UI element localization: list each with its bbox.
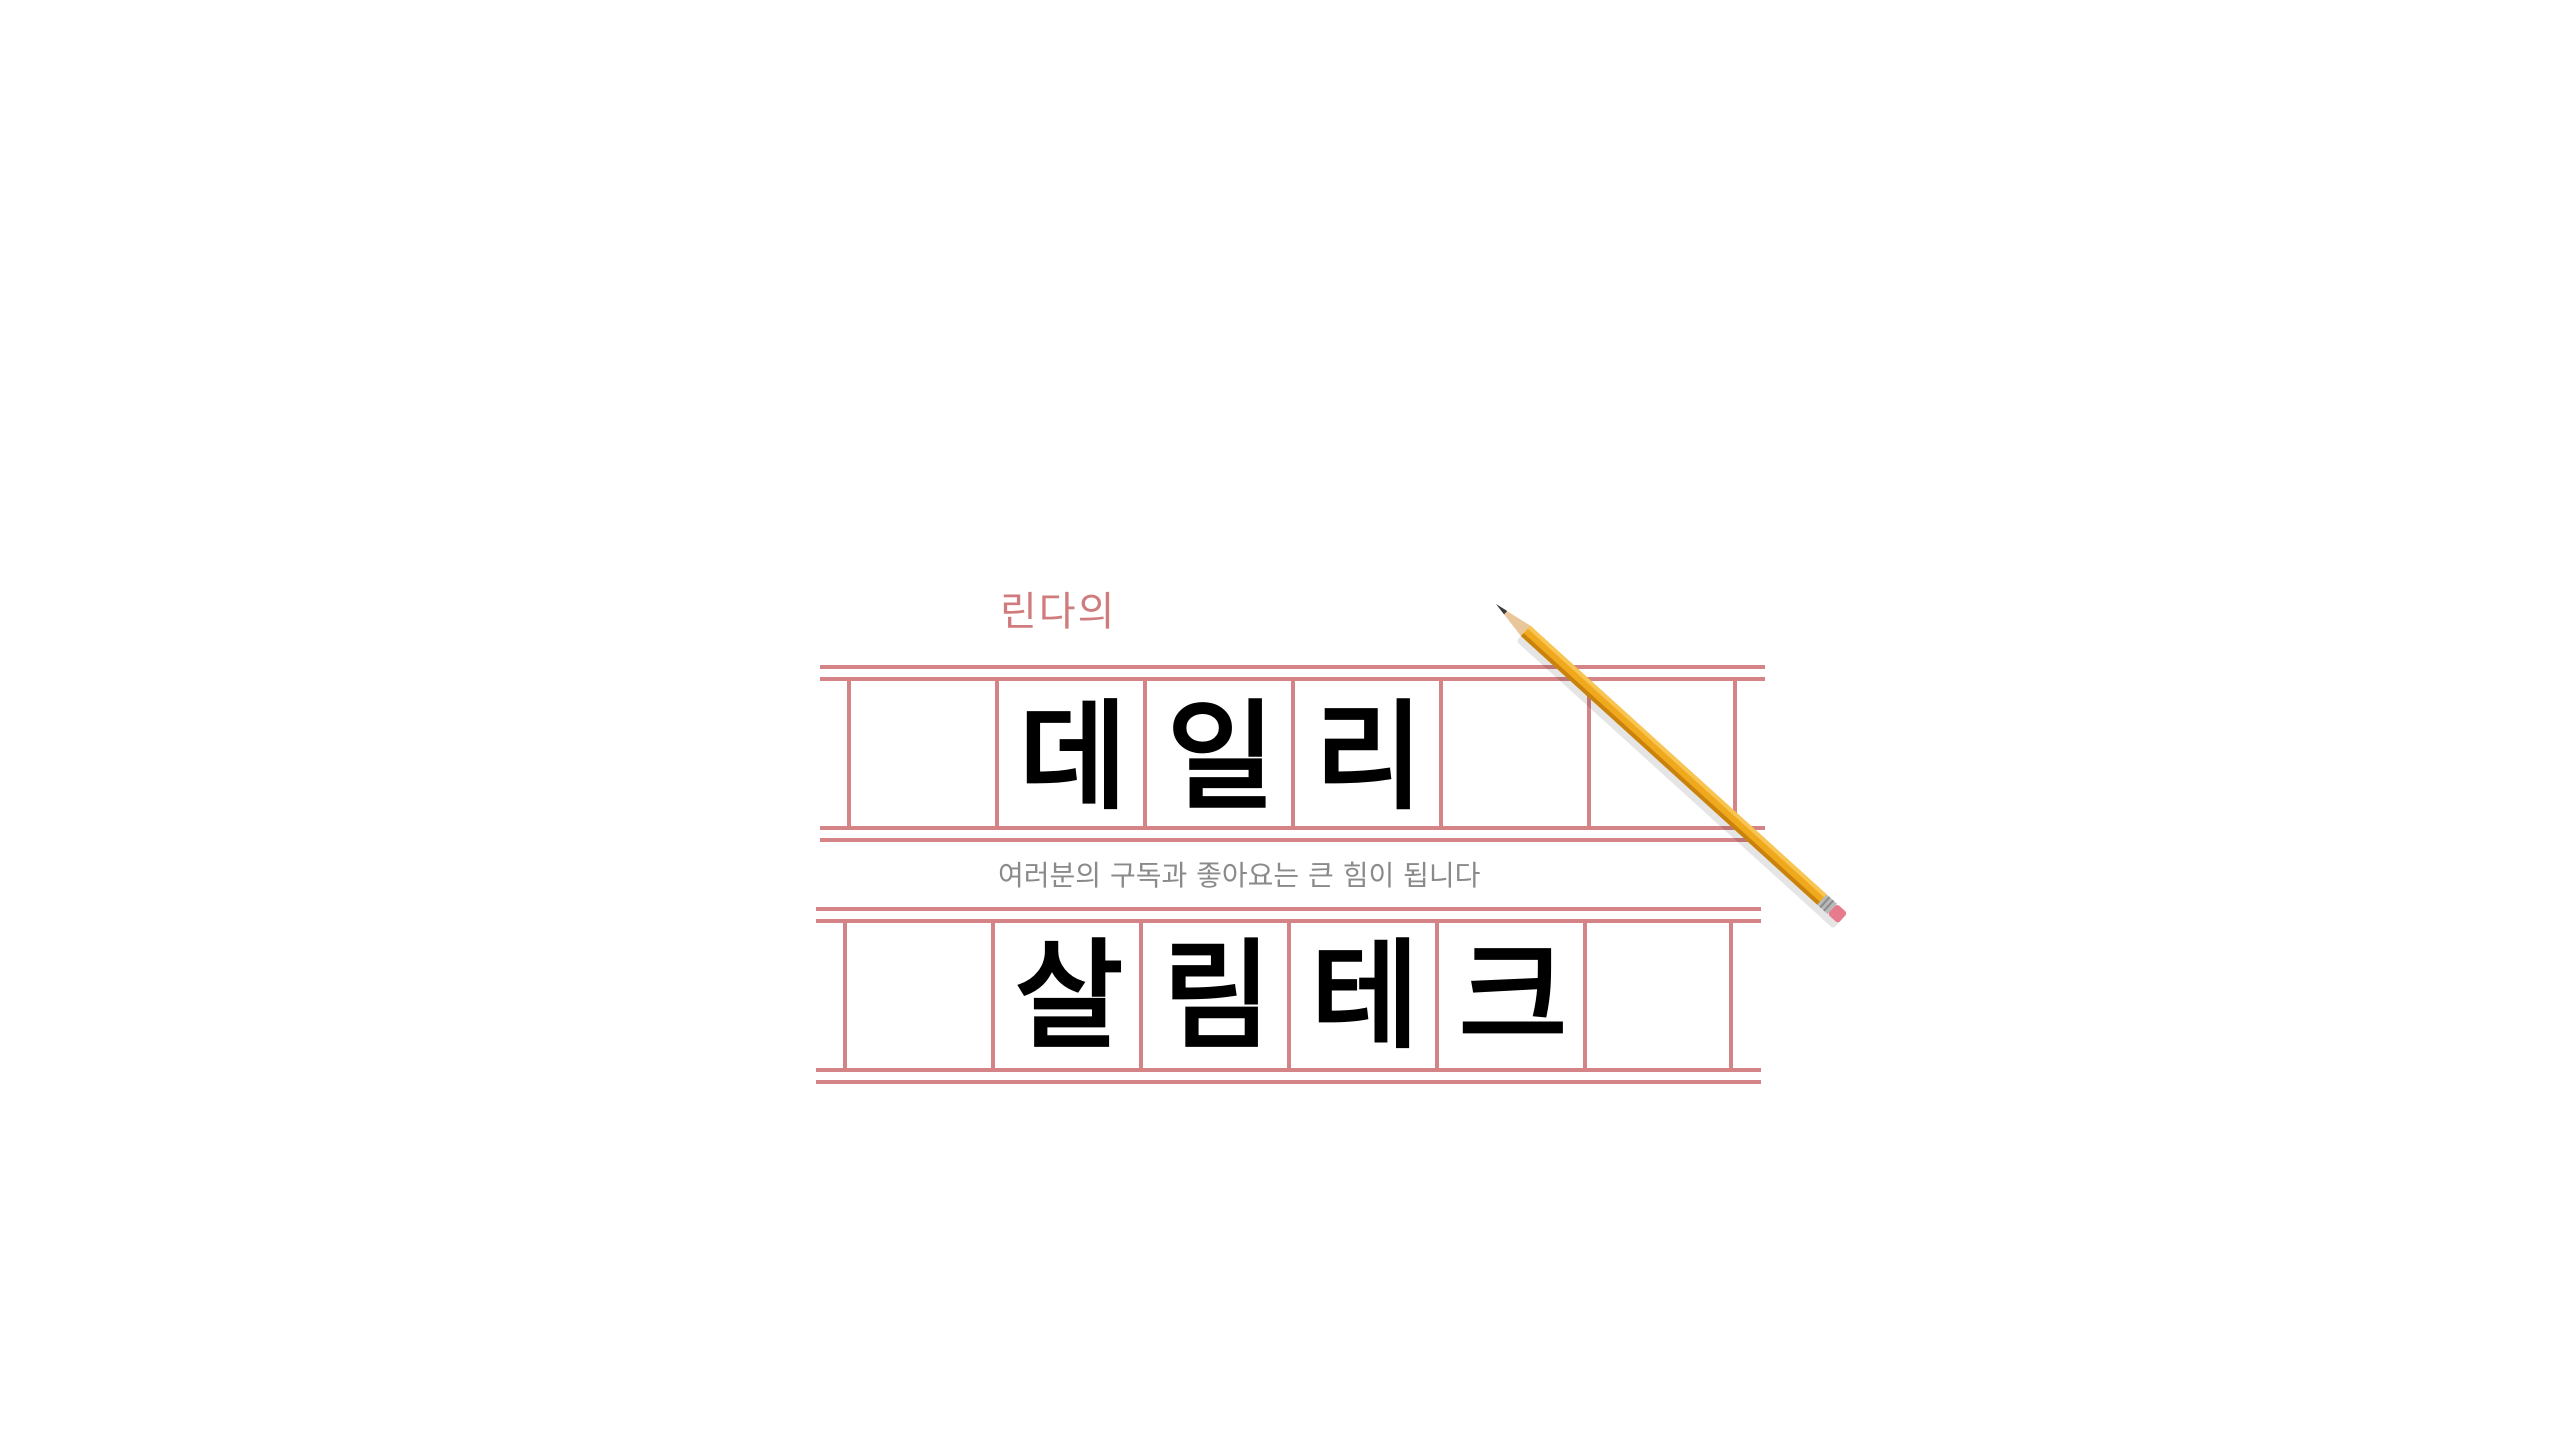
subtitle: 여러분의 구독과 좋아요는 큰 힘이 됩니다 — [998, 859, 1481, 892]
row2-char: 테 — [1310, 927, 1420, 1065]
row1-top-line — [820, 665, 1765, 669]
row2-divider — [843, 921, 847, 1071]
row1-char: 리 — [1314, 688, 1424, 826]
row2-divider — [1139, 921, 1143, 1071]
row2-divider — [1583, 921, 1587, 1071]
row2-top-line — [816, 907, 1761, 911]
row1-divider — [1587, 679, 1591, 829]
row1-divider — [995, 679, 999, 829]
row2-char: 림 — [1162, 927, 1272, 1065]
row2-char: 살 — [1014, 927, 1124, 1065]
row1-divider — [1143, 679, 1147, 829]
row1-divider — [1733, 679, 1737, 829]
row2-char: 크 — [1458, 927, 1568, 1065]
row1-divider — [1439, 679, 1443, 829]
row1-char: 데 — [1018, 688, 1128, 826]
row2-divider — [1287, 921, 1291, 1071]
row1-bottom-line — [820, 838, 1765, 842]
owner-label: 린다의 — [1000, 589, 1117, 635]
row1-divider — [847, 679, 851, 829]
row1-divider — [1291, 679, 1295, 829]
row2-divider — [1435, 921, 1439, 1071]
row1-char: 일 — [1166, 688, 1276, 826]
row2-divider — [1729, 921, 1733, 1071]
row2-divider — [991, 921, 995, 1071]
row2-bottom-line — [816, 1080, 1761, 1084]
